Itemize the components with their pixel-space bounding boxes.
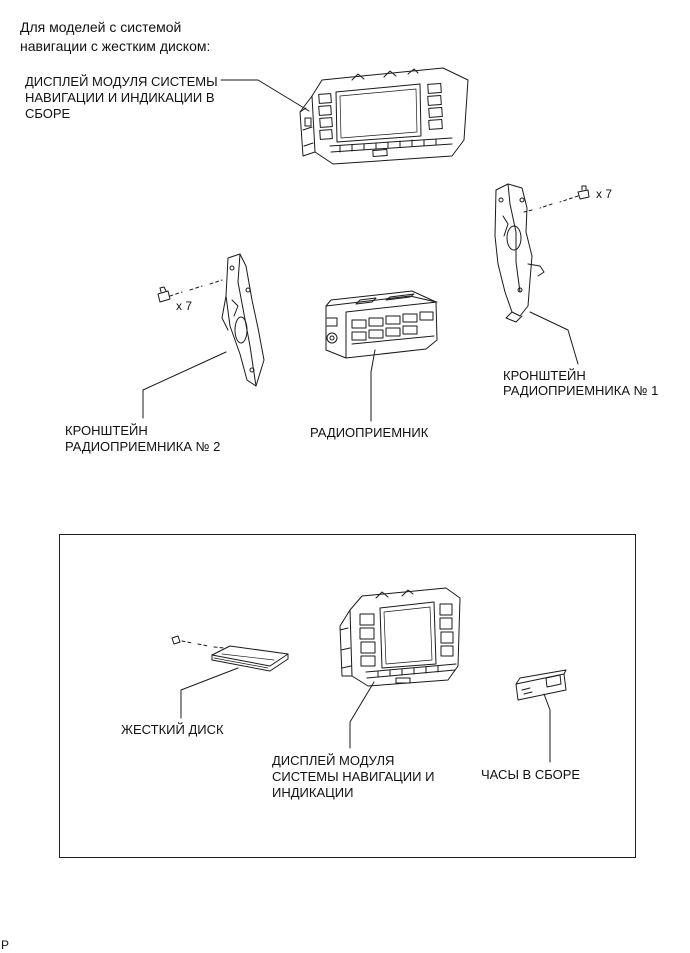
screw-right	[577, 185, 590, 200]
hdd-screw	[171, 635, 181, 645]
leader-clock	[543, 693, 551, 763]
label-screw-qty-left: x 7	[176, 299, 193, 313]
clock-assembly	[515, 669, 567, 701]
leader-bracket-no2	[142, 351, 227, 419]
label-clock: ЧАСЫ В СБОРЕ	[481, 767, 581, 782]
leader-hdd	[180, 667, 239, 719]
label-hdd: ЖЕСТКИЙ ДИСК	[121, 722, 224, 737]
screw-path-right	[523, 195, 579, 213]
label-display-line-1: ДИСПЛЕЙ МОДУЛЯ СИСТЕМЫ	[25, 74, 218, 89]
display-assembly-top	[299, 67, 469, 165]
label-bracket-no2-line-1: КРОНШТЕЙН	[65, 423, 148, 438]
bracket-no2	[221, 253, 265, 387]
label-bracket-no1-line-2: РАДИОПРИЕМНИКА № 1	[503, 383, 659, 398]
display-assembly-inset	[339, 587, 461, 687]
bracket-no1	[494, 183, 545, 323]
leader-radio	[370, 349, 376, 422]
label-screw-qty-right: x 7	[596, 187, 613, 201]
leader-inset-display	[349, 681, 375, 749]
leader-display-top	[220, 79, 310, 112]
label-inset-display-line-2: СИСТЕМЫ НАВИГАЦИИ И	[272, 769, 435, 784]
hard-disk	[211, 645, 289, 672]
label-display-line-2: НАВИГАЦИИ И ИНДИКАЦИИ В	[25, 90, 215, 105]
screw-left	[157, 286, 171, 303]
label-inset-display-line-3: ИНДИКАЦИИ	[272, 785, 354, 800]
hdd-screw-path	[181, 640, 225, 649]
label-display-line-3: СБОРЕ	[25, 106, 71, 121]
footer-code: P	[1, 938, 10, 952]
label-bracket-no2-line-2: РАДИОПРИЕМНИКА № 2	[65, 439, 221, 454]
screw-path-left	[169, 279, 223, 297]
label-radio: РАДИОПРИЕМНИК	[310, 425, 429, 440]
header-line-2: навигации с жестким диском:	[20, 38, 211, 54]
header-line-1: Для моделей с системой	[20, 19, 182, 35]
leader-bracket-no1	[529, 311, 579, 365]
label-inset-display-line-1: ДИСПЛЕЙ МОДУЛЯ	[272, 753, 395, 768]
inset-frame	[59, 534, 636, 858]
label-bracket-no1-line-1: КРОНШТЕЙН	[503, 368, 586, 383]
radio-receiver	[325, 290, 438, 359]
